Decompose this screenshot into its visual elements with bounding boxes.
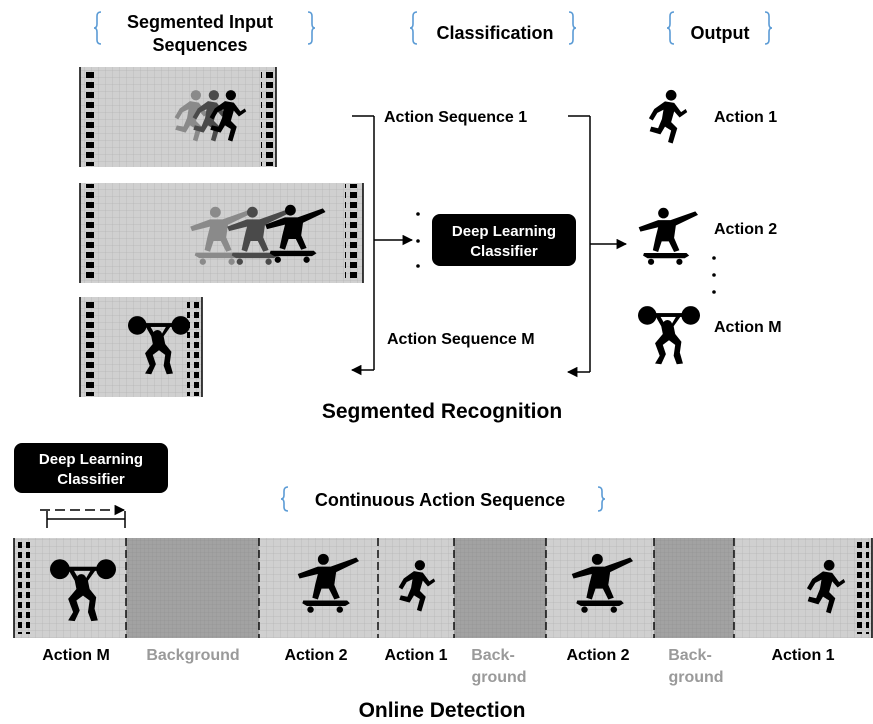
online-classifier-box: Deep Learning Classifier — [14, 443, 168, 493]
header-output: Output — [666, 11, 773, 45]
timeline-label-background-line1: Back- — [471, 647, 515, 664]
online-detection-title: Online Detection — [359, 699, 526, 722]
timeline-label-background2-line1: Back- — [668, 647, 712, 664]
timeline-label-action-2b: Action 2 — [566, 647, 629, 664]
sequence-m-label: Action Sequence M — [387, 331, 535, 348]
header-classification-text: Classification — [436, 23, 553, 43]
continuous-sequence-label: Continuous Action Sequence — [315, 490, 565, 510]
timeline-label-background-line2: ground — [471, 669, 526, 686]
header-input-sequences: Segmented Input Sequences — [93, 11, 316, 55]
header-output-text: Output — [691, 23, 750, 43]
online-classifier-line2: Classifier — [57, 471, 125, 488]
output-action-2: Action 2 — [714, 221, 777, 238]
film-strip-3 — [79, 297, 203, 397]
sequence-1-label: Action Sequence 1 — [384, 109, 527, 126]
timeline-label-background2-line2: ground — [668, 669, 723, 686]
runner-icon — [648, 89, 688, 144]
timeline-strip — [13, 538, 873, 638]
weightlifter-icon — [638, 306, 700, 365]
classifier-box: Deep Learning Classifier — [432, 214, 576, 266]
classifier-line1: Deep Learning — [452, 223, 556, 240]
sliding-window-indicator — [40, 504, 126, 528]
timeline-background-3 — [654, 538, 734, 638]
timeline-background-1 — [126, 538, 259, 638]
timeline-label-action-2: Action 2 — [284, 647, 347, 664]
header-classification: Classification — [409, 11, 577, 45]
timeline-label-action-1: Action 1 — [384, 647, 447, 664]
online-classifier-line1: Deep Learning — [39, 451, 143, 468]
output-action-1: Action 1 — [714, 109, 777, 126]
timeline-background-2 — [454, 538, 546, 638]
header-input-line2: Sequences — [152, 35, 247, 55]
output-ellipsis — [712, 256, 716, 294]
timeline-label-action-1b: Action 1 — [771, 647, 834, 664]
ellipsis-dots — [416, 212, 420, 268]
output-action-m: Action M — [714, 319, 782, 336]
input-bracket — [350, 115, 414, 376]
output-bracket — [566, 115, 628, 378]
timeline-label-action-m: Action M — [42, 647, 110, 664]
skateboarder-icon — [638, 207, 698, 265]
continuous-sequence-header: Continuous Action Sequence — [280, 486, 606, 512]
segmented-recognition-title: Segmented Recognition — [322, 400, 562, 423]
timeline-label-background: Background — [146, 647, 239, 664]
header-input-line1: Segmented Input — [127, 12, 273, 32]
classifier-line2: Classifier — [470, 243, 538, 260]
film-strip-2 — [79, 183, 364, 283]
film-strip-1 — [79, 67, 277, 167]
